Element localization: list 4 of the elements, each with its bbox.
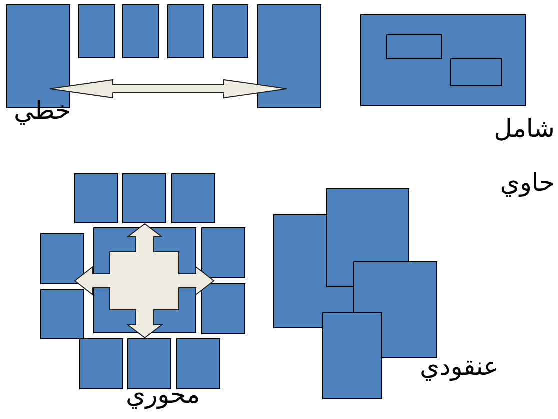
layout-type-label: عنقودي bbox=[420, 352, 499, 382]
layout-type-label: محوري bbox=[126, 380, 200, 410]
layout-type-label: حاوي bbox=[500, 168, 555, 198]
layout-type-label: شامل bbox=[494, 114, 555, 144]
